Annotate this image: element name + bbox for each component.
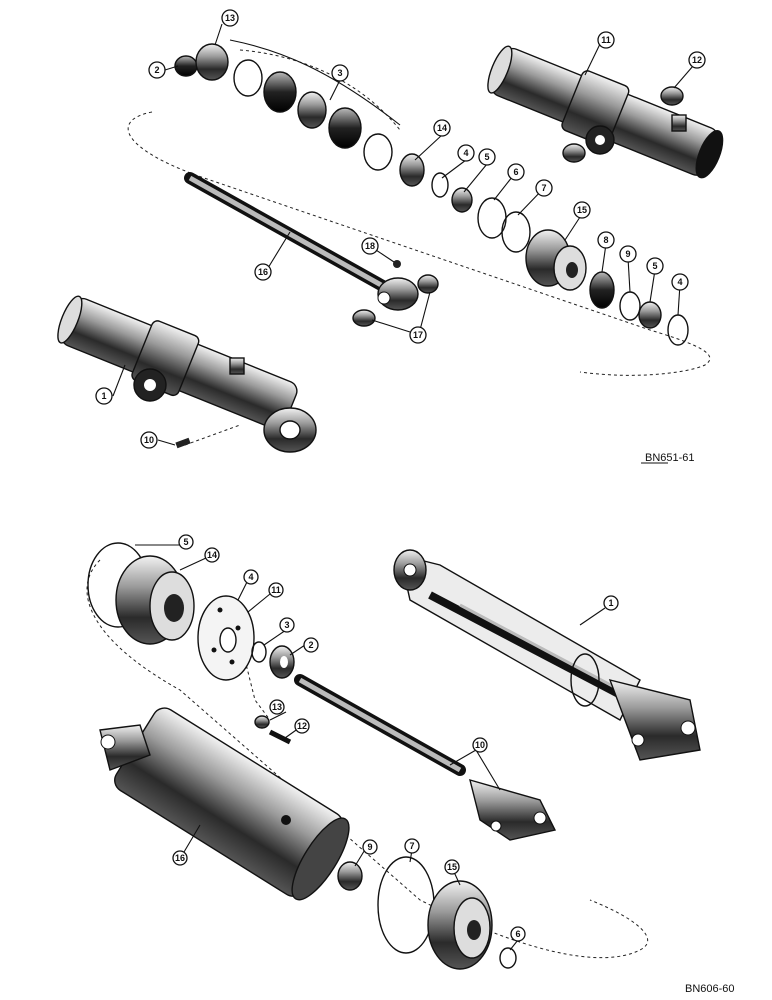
callout-b15: 15 [444,859,460,875]
svg-text:12: 12 [297,721,307,731]
callout-16: 16 [254,263,272,281]
callout-11: 11 [597,31,615,49]
callout-12: 12 [688,51,706,69]
fitting-part-9 [337,861,363,891]
ring-part-6 [499,947,517,969]
callout-b13: 13 [269,699,285,715]
callout-b5: 5 [178,534,194,550]
callout-4: 4 [457,144,475,162]
svg-text:1: 1 [101,391,106,401]
svg-text:14: 14 [437,123,447,133]
svg-text:13: 13 [225,13,235,23]
svg-text:12: 12 [692,55,702,65]
svg-text:15: 15 [447,862,457,872]
callout-b1: 1 [603,595,619,611]
cylinder-barrel-part [57,295,317,453]
bottom-exploded-view: 1 2 3 4 5 6 7 9 10 11 12 13 14 15 16 BN6… [86,534,735,995]
callout-b6: 6 [510,926,526,942]
svg-text:1: 1 [608,598,613,608]
callout-b10: 10 [472,737,488,753]
bottom-leaders [135,544,606,951]
callout-15: 15 [573,201,591,219]
svg-text:10: 10 [475,740,485,750]
callout-b3: 3 [279,617,295,633]
svg-text:11: 11 [271,585,281,595]
svg-text:6: 6 [513,167,518,177]
callout-6: 6 [507,163,525,181]
svg-text:15: 15 [577,205,587,215]
callout-1: 1 [95,387,113,405]
svg-text:5: 5 [183,537,188,547]
top-exploded-view: 1 2 3 4 5 6 7 8 9 10 11 12 13 14 15 16 1… [57,9,724,464]
piston-rod-part-16 [184,172,439,327]
svg-text:3: 3 [284,620,289,630]
top-assembly-path [127,111,711,376]
svg-text:2: 2 [154,65,159,75]
callout-14: 14 [433,119,451,137]
svg-text:11: 11 [601,35,611,45]
rod-clevis-part-10 [294,674,557,841]
barrel-part-11 [487,45,724,179]
ring-part-3 [251,641,267,663]
callout-17: 17 [409,326,427,344]
svg-text:6: 6 [515,929,520,939]
callout-3: 3 [331,64,349,82]
assembled-cylinder-part-1 [393,549,701,761]
svg-text:8: 8 [603,235,608,245]
svg-text:18: 18 [365,241,375,251]
callout-13: 13 [221,9,239,27]
callout-5b: 5 [646,257,664,275]
callout-b11: 11 [268,582,284,598]
callout-9: 9 [619,245,637,263]
svg-text:4: 4 [248,572,253,582]
callout-10: 10 [140,431,158,449]
callout-18: 18 [361,237,379,255]
callout-b2: 2 [303,637,319,653]
svg-text:5: 5 [652,261,657,271]
svg-text:16: 16 [258,267,268,277]
callout-7: 7 [535,179,553,197]
svg-text:7: 7 [541,183,546,193]
piston-part-14 [115,555,195,645]
callout-8: 8 [597,231,615,249]
callout-b4: 4 [243,569,259,585]
callout-b9: 9 [362,839,378,855]
bolt-parts-12-13 [254,715,292,745]
svg-text:2: 2 [308,640,313,650]
svg-text:9: 9 [367,842,372,852]
callout-b7: 7 [404,838,420,854]
svg-text:14: 14 [207,550,217,560]
svg-text:7: 7 [409,841,414,851]
top-leaders [112,23,694,446]
svg-text:4: 4 [463,148,468,158]
svg-text:9: 9 [625,249,630,259]
nut-part-2 [269,645,295,679]
svg-text:17: 17 [413,330,423,340]
svg-text:4: 4 [677,277,682,287]
o-ring-part-7 [377,856,435,954]
callout-b16: 16 [172,850,188,866]
top-drawing-number: BN651-61 [645,452,695,464]
head-part-15 [427,880,493,970]
bottom-drawing-number: BN606-60 [685,983,735,995]
svg-text:16: 16 [175,853,185,863]
seal-kit-parts [174,43,531,253]
callout-2: 2 [148,61,166,79]
svg-text:13: 13 [272,702,282,712]
svg-text:10: 10 [144,435,154,445]
callout-b12: 12 [294,718,310,734]
gland-part-15 [525,229,587,291]
callout-b14: 14 [204,547,220,563]
callout-5: 5 [478,148,496,166]
barrel-part-16 [99,707,350,901]
svg-text:5: 5 [484,152,489,162]
svg-text:3: 3 [337,68,342,78]
callout-4b: 4 [671,273,689,291]
end-plate-part-11 [197,595,255,681]
